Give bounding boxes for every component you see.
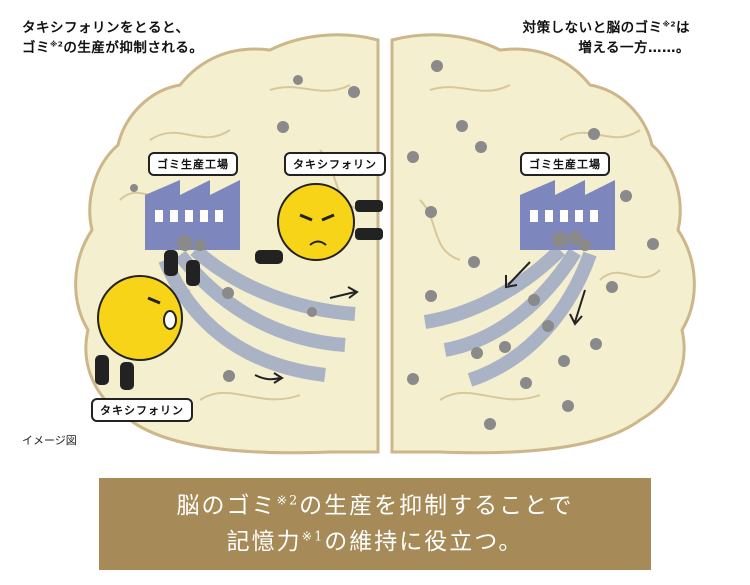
left-caption: タキシフォリンをとると、 ゴミ※2の生産が抑制される。	[22, 18, 203, 58]
motion-arrows	[254, 261, 586, 384]
taxifolin-character-bottom	[95, 250, 200, 390]
left-caption-footnote-mark: ※2	[50, 39, 64, 49]
brain-illustration	[74, 33, 696, 455]
conclusion-banner: 脳のゴミ※2の生産を抑制することで 記憶力※1の維持に役立つ。	[99, 478, 651, 570]
left-caption-line2b: の生産が抑制される。	[63, 40, 204, 56]
banner-line1a: 脳のゴミ	[176, 493, 277, 519]
banner-line2b: の維持に役立つ。	[324, 529, 524, 555]
right-caption-line1b: は	[676, 20, 690, 36]
right-caption-line1a: 対策しないと脳のゴミ	[522, 20, 663, 36]
left-caption-line2a: ゴミ	[22, 40, 50, 56]
garbage-particles	[130, 60, 659, 430]
left-caption-line1: タキシフォリンをとると、	[22, 20, 190, 36]
factory-label-left: ゴミ生産工場	[148, 152, 238, 176]
image-note: イメージ図	[22, 434, 77, 447]
banner-footnote-mark-2: ※2	[276, 492, 300, 508]
banner-line1b: の生産を抑制することで	[299, 493, 574, 519]
banner-line2a: 記憶力	[226, 529, 302, 555]
factory-left	[145, 180, 240, 250]
banner-footnote-mark-1: ※1	[301, 528, 325, 544]
taxifolin-label-bottom: タキシフォリン	[91, 398, 193, 422]
right-caption-line2: 増える一方……。	[578, 40, 690, 56]
factory-right	[520, 180, 615, 250]
right-caption-footnote-mark: ※2	[662, 19, 676, 29]
taxifolin-label-top: タキシフォリン	[284, 152, 386, 176]
taxifolin-character-top	[255, 183, 383, 264]
factory-label-right: ゴミ生産工場	[520, 152, 610, 176]
right-caption: 対策しないと脳のゴミ※2は 増える一方……。	[523, 18, 690, 58]
